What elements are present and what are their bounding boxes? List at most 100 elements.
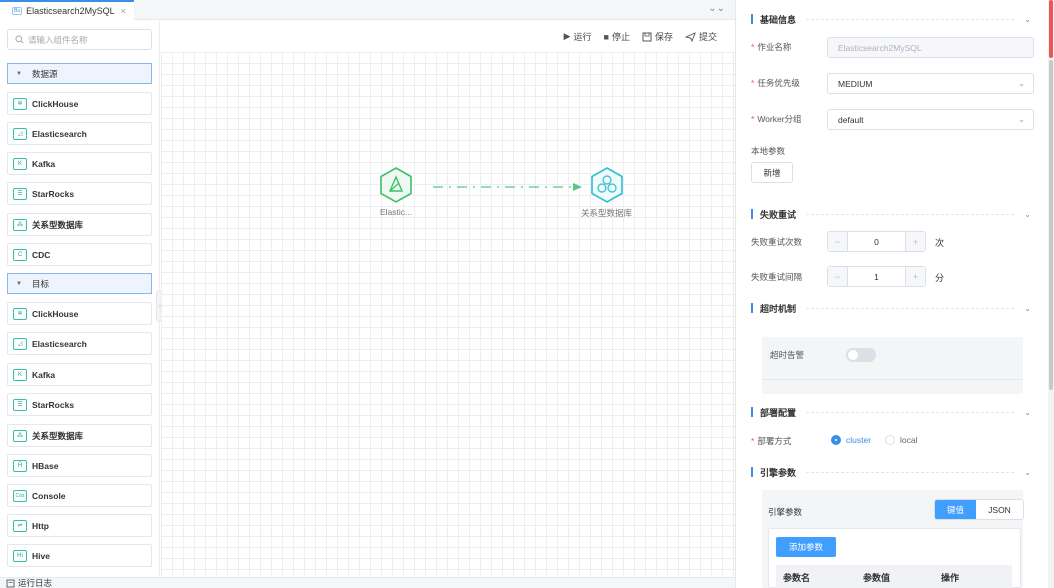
retry-count-label: 失败重试次数 — [751, 237, 803, 247]
palette-item-target-hive[interactable]: Hi Hive — [7, 544, 152, 567]
section-title: 引擎参数 — [760, 467, 797, 478]
stop-icon: ■ — [603, 31, 609, 42]
priority-select[interactable]: MEDIUM ⌄ — [827, 73, 1034, 94]
radio-cluster[interactable]: cluster — [831, 435, 871, 445]
minus-icon[interactable]: − — [828, 232, 848, 251]
plus-icon[interactable]: + — [905, 267, 925, 286]
tab-elasticsearch2mysql[interactable]: Bu Elasticsearch2MySQL × — [0, 0, 134, 20]
starrocks-icon: ☰ — [13, 187, 27, 200]
add-local-param-button[interactable]: 新增 — [751, 162, 793, 183]
params-table-header — [776, 565, 1012, 588]
node-rdbms-target[interactable]: 关系型数据库 — [581, 166, 632, 219]
database-icon: ⁂ — [13, 429, 27, 442]
section-retry[interactable]: 失败重试⌄ — [751, 207, 1031, 221]
chevron-down-icon: ⌄ — [1018, 115, 1025, 124]
database-node-icon — [590, 167, 623, 203]
timeout-box — [762, 337, 1023, 394]
retry-count-stepper[interactable]: − 0 + — [827, 231, 926, 252]
deploy-mode-label: *部署方式 — [751, 436, 792, 446]
palette-item-target-clickhouse[interactable]: ✲ClickHouse — [7, 302, 152, 325]
section-title: 超时机制 — [760, 303, 797, 314]
local-params-label: 本地参数 — [751, 146, 786, 156]
palette-item-target-starrocks[interactable]: ☰StarRocks — [7, 393, 152, 416]
retry-interval-label: 失败重试间隔 — [751, 272, 803, 282]
run-button[interactable]: ▶运行 — [564, 30, 592, 43]
save-button[interactable]: 保存 — [642, 30, 673, 43]
section-deploy[interactable]: 部署配置⌄ — [751, 405, 1031, 419]
node-label: 关系型数据库 — [581, 208, 633, 218]
radio-local[interactable]: local — [885, 435, 917, 445]
edge-connector[interactable] — [431, 180, 585, 194]
palette-item-label: 关系型数据库 — [32, 219, 84, 230]
palette-item-label: Hive — [32, 550, 50, 561]
close-icon[interactable]: × — [120, 6, 126, 16]
hive-icon: Hi — [13, 549, 27, 562]
section-engine-params[interactable]: 引擎参数 ⌄ — [751, 465, 1031, 479]
console-icon: Cos — [13, 489, 27, 502]
group-source[interactable]: ▼ 数据源 — [7, 63, 152, 84]
palette-item-source-starrocks[interactable]: ☰StarRocks — [7, 182, 152, 205]
chevron-down-icon: ⌄ — [1024, 14, 1031, 24]
log-label: 运行日志 — [18, 578, 53, 588]
workflow-canvas[interactable]: Elastic... 关系型数据库 — [161, 52, 735, 577]
engine-params-label: 引擎参数 — [768, 507, 803, 517]
palette-item-label: ClickHouse — [32, 308, 79, 319]
submit-button[interactable]: 提交 — [684, 30, 717, 43]
retry-count-value[interactable]: 0 — [874, 236, 879, 247]
palette-item-source-clickhouse[interactable]: ✲ ClickHouse — [7, 92, 152, 115]
palette-item-source-elasticsearch[interactable]: ◿Elasticsearch — [7, 122, 152, 145]
section-title: 失败重试 — [760, 209, 797, 220]
palette-item-label: StarRocks — [32, 399, 75, 410]
add-param-button[interactable]: 添加参数 — [776, 537, 836, 557]
section-timeout[interactable]: 超时机制⌄ — [751, 301, 1031, 315]
http-icon: ⇌ — [13, 519, 27, 532]
palette-item-label: Elasticsearch — [32, 338, 87, 349]
palette-item-target-rdbms[interactable]: ⁂关系型数据库 — [7, 424, 152, 447]
palette-item-target-console[interactable]: Cos Console — [7, 484, 152, 507]
group-target[interactable]: ▼ 目标 — [7, 273, 152, 294]
tab-title: Elasticsearch2MySQL — [26, 6, 115, 16]
retry-count-unit: 次 — [935, 238, 945, 248]
clickhouse-icon: ✲ — [13, 97, 27, 110]
submit-label: 提交 — [698, 32, 717, 42]
component-search-input[interactable]: 请输入组件名称 — [7, 29, 152, 50]
palette-item-target-http[interactable]: ⇌Http — [7, 514, 152, 537]
minus-icon[interactable]: − — [828, 267, 848, 286]
node-elasticsearch-source[interactable]: Elastic... — [378, 166, 414, 217]
worker-group-select[interactable]: default⌄ — [827, 109, 1034, 130]
job-name-field[interactable]: Elasticsearch2MySQL — [827, 37, 1034, 58]
elasticsearch-icon: ◿ — [13, 127, 27, 140]
run-label: 运行 — [573, 32, 592, 42]
palette-item-source-rdbms[interactable]: ⁂关系型数据库 — [7, 213, 152, 236]
log-icon — [6, 579, 15, 587]
timeout-alert-toggle[interactable] — [846, 348, 876, 362]
kafka-icon: K — [13, 157, 27, 170]
search-placeholder: 请输入组件名称 — [28, 34, 88, 45]
retry-interval-stepper[interactable]: − 1 + — [827, 266, 926, 287]
tab-key-value[interactable]: 键值 — [935, 500, 976, 519]
collapse-chevron-icon[interactable]: ⌄⌄ — [708, 3, 725, 14]
play-icon: ▶ — [563, 31, 571, 41]
palette-item-target-elasticsearch[interactable]: ◿Elasticsearch — [7, 332, 152, 355]
plus-icon[interactable]: + — [905, 232, 925, 251]
palette-item-label: ClickHouse — [32, 98, 79, 109]
retry-interval-value[interactable]: 1 — [874, 271, 879, 282]
stop-button[interactable]: ■停止 — [604, 30, 630, 43]
chevron-down-icon: ⌄ — [1024, 467, 1031, 477]
group-target-label: 目标 — [31, 278, 49, 289]
search-icon — [15, 35, 24, 44]
priority-value: MEDIUM — [838, 78, 873, 89]
chevron-down-icon: ⌄ — [1018, 79, 1025, 88]
engine-params-mode-switch[interactable]: 键值 JSON — [934, 499, 1024, 520]
palette-item-label: Console — [32, 490, 66, 501]
col-param-name: 参数名 — [783, 573, 811, 583]
tab-json[interactable]: JSON — [976, 500, 1023, 519]
hbase-icon: Ĥ — [13, 459, 27, 472]
panel-scrollbar[interactable] — [1048, 0, 1054, 588]
section-basic-info[interactable]: 基础信息⌄ — [751, 12, 1031, 26]
run-log-bar[interactable]: 运行日志 — [0, 577, 735, 588]
